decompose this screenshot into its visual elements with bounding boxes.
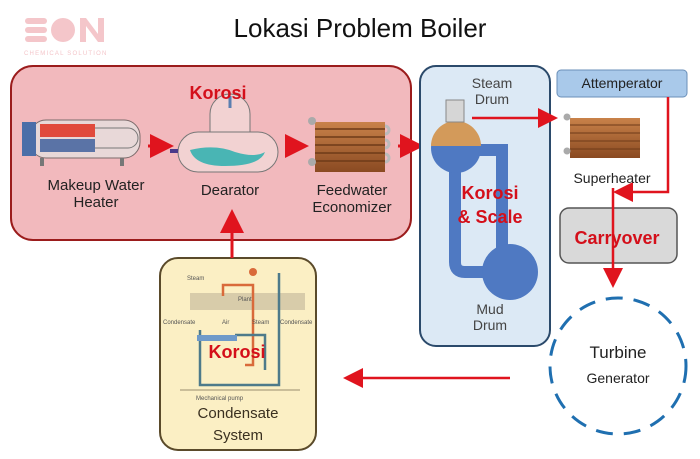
turbine-ring <box>548 296 688 436</box>
boiler-drums-image <box>431 99 538 300</box>
steam-drum-label: Steam Drum <box>471 75 513 108</box>
condensate-issue-label: Korosi <box>208 342 266 362</box>
mud-drum-label: Mud Drum <box>472 301 508 334</box>
makeup-water-heater-label: Makeup Water Heater <box>47 177 145 212</box>
diagram-label-steam: Steam <box>187 276 205 282</box>
carryover-box <box>559 207 678 264</box>
attemperator-box <box>556 69 688 98</box>
superheater-label: Superheater <box>573 170 651 186</box>
carryover-label: Carryover <box>574 228 660 248</box>
makeup-water-heater-image <box>22 119 141 166</box>
eon-logo: CHEMICAL SOLUTION <box>24 18 108 57</box>
feedwater-economizer-label: Feedwater Economizer <box>312 182 392 217</box>
generator-label: Generator <box>586 370 650 386</box>
pretreatment-issue-label: Korosi <box>189 83 247 103</box>
condensate-label-line1: Condensate <box>197 405 279 422</box>
superheater-image <box>563 113 640 158</box>
boiler-issue-line2: & Scale <box>457 207 523 227</box>
page-title: Lokasi Problem Boiler <box>233 13 487 43</box>
boiler-issue-line1: Korosi <box>461 183 519 203</box>
diagram-label-steam-mid: Steam <box>252 320 270 326</box>
diagram-label-plant: Plant <box>238 297 252 303</box>
condensate-system-image <box>180 268 305 391</box>
dearator-label: Dearator <box>200 182 260 199</box>
diagram-label-air: Air <box>222 320 230 326</box>
feedwater-economizer-image <box>308 117 391 172</box>
diagram-label-pump: Mechanical pump <box>196 396 244 402</box>
turbine-label: Turbine <box>589 343 647 362</box>
dearator-image <box>170 93 279 173</box>
svg-text:CHEMICAL SOLUTION: CHEMICAL SOLUTION <box>24 51 108 57</box>
diagram-label-condensate-left: Condensate <box>163 320 196 326</box>
attemperator-line <box>613 97 670 202</box>
condensate-label-line2: System <box>212 427 264 444</box>
attemperator-label: Attemperator <box>581 75 663 91</box>
diagram-label-condensate-right: Condensate <box>280 320 313 326</box>
